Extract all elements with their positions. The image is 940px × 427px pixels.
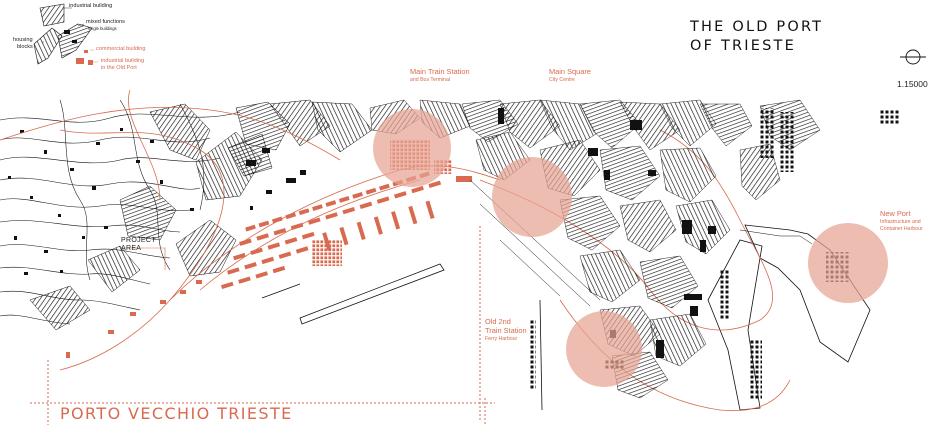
project-area-line2: AREA: [121, 245, 142, 252]
label-main-train-station: Main Train Station: [410, 67, 470, 76]
legend-housing-line2: blocks: [17, 44, 33, 50]
legend-commercial-building: commercial building: [96, 46, 146, 52]
highlight-circles: [373, 109, 888, 387]
label-main-square: Main Square: [549, 67, 591, 76]
legend-industrial-old-port-line2: in the Old Port: [101, 65, 137, 71]
label-new-port: New Port: [880, 209, 911, 218]
legend-single-buildings: single buildings: [88, 26, 117, 31]
label-main-square-sub: City Centre: [549, 77, 575, 83]
scale-label: 1.15000: [897, 79, 928, 89]
single-buildings: [8, 128, 306, 275]
circle-old-train-station: [566, 311, 642, 387]
main-roads: [469, 179, 813, 307]
title-line-2: OF TRIESTE: [690, 38, 796, 54]
project-leader: [120, 247, 166, 270]
label-new-port-sub2: Container Harbour: [880, 226, 923, 232]
legend-diagram: [33, 3, 98, 65]
project-area-line1: PROJECT: [121, 237, 156, 244]
circle-main-train-station: [373, 109, 451, 187]
hill-building-blocks: [29, 99, 373, 331]
label-old-train-station-line2: Train Station: [485, 326, 527, 335]
legend-industrial-old-port-line1: industrial building: [101, 58, 145, 64]
project-frame: [30, 226, 495, 425]
circle-main-square: [492, 157, 572, 237]
legend-industrial-building: industrial building: [69, 3, 113, 9]
legend-mixed-functions: mixed functions: [86, 19, 125, 25]
label-old-train-station-line1: Old 2nd: [485, 317, 511, 326]
circle-new-port: [808, 223, 888, 303]
harbour-piers: [261, 224, 871, 411]
legend-housing-line1: housing: [13, 37, 33, 43]
landmark-buildings: [246, 108, 716, 358]
label-new-port-sub1: Infrastructure and: [880, 219, 921, 225]
title-line-1: THE OLD PORT: [690, 19, 824, 35]
label-old-train-station-sub: Ferry Harbour: [485, 336, 518, 342]
footer-title: PORTO VECCHIO TRIESTE: [60, 404, 293, 423]
compass-icon: [900, 49, 926, 65]
label-main-train-station-sub: and Bus Terminal: [410, 77, 450, 83]
